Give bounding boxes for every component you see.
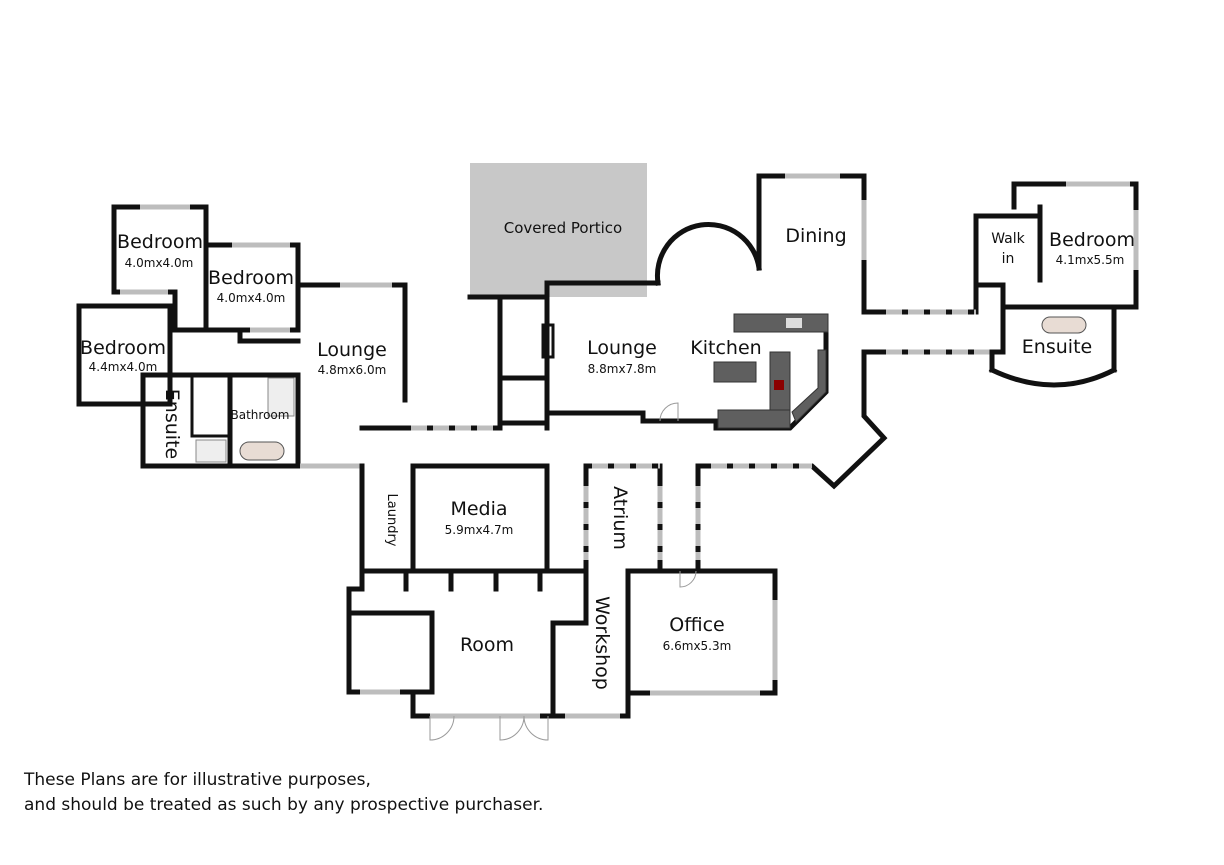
room-label-room: Room: [460, 634, 514, 656]
room-label-atrium: Atrium: [609, 486, 631, 550]
west-wing-windows: [120, 204, 500, 469]
south-wing-walls: [346, 463, 778, 719]
room-label-laundry: Laundry: [384, 494, 399, 547]
room-dimensions: 6.6mx5.3m: [663, 639, 732, 653]
covered-portico-area: [470, 163, 647, 297]
room-label-walk-in: in: [1002, 251, 1015, 267]
disclaimer-line: These Plans are for illustrative purpose…: [24, 770, 371, 790]
south-wing-windows: [360, 463, 778, 719]
room-label-office: Office: [669, 614, 724, 636]
room-label-media: Media: [450, 498, 507, 520]
west-wing-fixtures: [195, 377, 295, 463]
room-dimensions: 4.8mx6.0m: [318, 363, 387, 377]
room-label-kitchen: Kitchen: [690, 337, 761, 359]
room-dimensions: 8.8mx7.8m: [588, 362, 657, 376]
room-label-lounge: Lounge: [317, 339, 387, 361]
room-dimensions: 4.4mx4.0m: [89, 360, 158, 374]
room-dimensions: 4.0mx4.0m: [217, 291, 286, 305]
room-label-ensuite: Ensuite: [161, 389, 183, 459]
room-dimensions: 4.0mx4.0m: [125, 256, 194, 270]
room-label-lounge: Lounge: [587, 337, 657, 359]
room-label-bathroom: Bathroom: [231, 408, 290, 422]
bathtub-icon: [1041, 316, 1087, 334]
east-wing-walls: [973, 181, 1139, 388]
doors: [429, 402, 697, 741]
room-label-ensuite: Ensuite: [1022, 336, 1092, 358]
room-dimensions: 5.9mx4.7m: [445, 523, 514, 537]
room-label-bedroom: Bedroom: [80, 337, 166, 359]
east-wing-windows: [1066, 181, 1139, 270]
kitchen-benches: [713, 313, 829, 429]
room-label-covered-portico: Covered Portico: [504, 219, 622, 237]
room-label-dining: Dining: [785, 225, 846, 247]
room-label-bedroom: Bedroom: [208, 267, 294, 289]
room-label-bedroom: Bedroom: [1049, 229, 1135, 251]
room-label-workshop: Workshop: [591, 596, 613, 690]
room-dimensions: 4.1mx5.5m: [1056, 253, 1125, 267]
central-windows: [705, 173, 990, 469]
disclaimer: These Plans are for illustrative purpose…: [24, 768, 543, 818]
disclaimer-line: and should be treated as such by any pro…: [24, 795, 544, 815]
room-label-bedroom: Bedroom: [117, 231, 203, 253]
room-label-walk-in: Walk: [991, 231, 1025, 247]
